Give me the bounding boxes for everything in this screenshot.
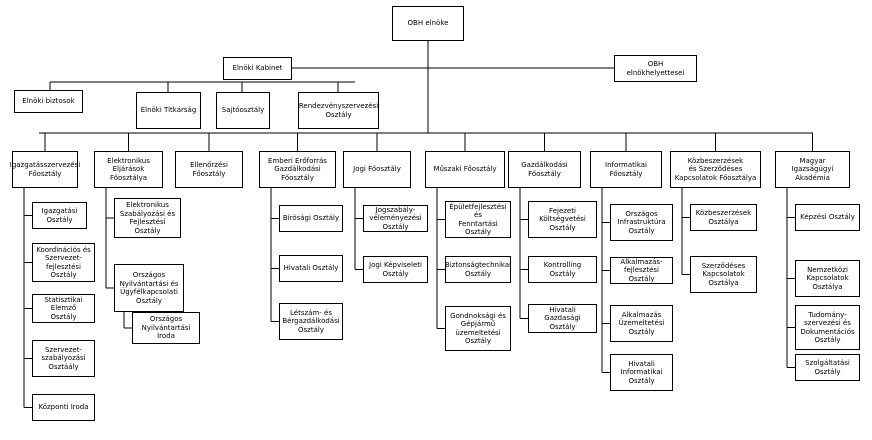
department-box: Magyar Igazságügyi Akadémia bbox=[775, 151, 850, 188]
department-box: Emberi Erőforrás Gazdálkodási Főosztály bbox=[259, 151, 336, 188]
cabinet-box: Elnöki Kabinet bbox=[223, 57, 292, 80]
unit-box: Szervezet- szabályozási Osztáály bbox=[32, 340, 95, 377]
unit-box: Központi Iroda bbox=[32, 394, 95, 421]
department-box: Igazgatásszervezési Főosztály bbox=[10, 151, 80, 188]
unit-box: Képzési Osztály bbox=[795, 204, 860, 231]
unit-box: Kontrolling Osztály bbox=[528, 256, 597, 283]
unit-box: Jogszabály- véleményezési Osztály bbox=[363, 205, 428, 232]
unit-box: Biztonságtechnikai Osztály bbox=[445, 256, 511, 283]
advisors-box: Elnöki biztosok bbox=[14, 90, 83, 113]
root-box: OBH elnöke bbox=[392, 6, 464, 41]
unit-box: Bírósági Osztály bbox=[279, 205, 343, 232]
deputies-box: OBH elnökhelyettesei bbox=[614, 55, 697, 82]
unit-box: Hivatali Informatikai Osztály bbox=[610, 354, 673, 391]
department-box: Elektronikus Eljárások Főosztálya bbox=[94, 151, 163, 188]
unit-box: Hivatali Osztály bbox=[279, 255, 343, 282]
department-box: Műszaki Főosztály bbox=[425, 151, 505, 188]
subunit-box: Országos Nyilvántartási Iroda bbox=[132, 312, 200, 344]
unit-box: Épületfejlesztési és Fenntartási Osztály bbox=[445, 201, 511, 238]
unit-box: Országos Infrastruktúra Osztály bbox=[610, 204, 673, 241]
unit-box: Koordinációs és Szervezet- fejlesztési O… bbox=[32, 243, 95, 282]
unit-box: Elektronikus Szabályozási és Fejlesztési… bbox=[114, 198, 181, 238]
unit-box: Statisztikai Elemző Osztály bbox=[32, 294, 95, 323]
department-box: Informatikai Főosztály bbox=[590, 151, 662, 188]
department-box: Jogi Főosztály bbox=[343, 151, 411, 188]
unit-box: Gondnoksági és Gépjármű üzemeltetési Osz… bbox=[445, 306, 511, 351]
department-box: Közbeszerzések és Szerződéses Kapcsolato… bbox=[670, 151, 761, 188]
cabinet-unit-box: Elnöki Titkárság bbox=[136, 92, 201, 129]
cabinet-unit-box: Rendezvényszervezési Osztály bbox=[298, 92, 379, 129]
unit-box: Országos Nyilvántartási és Ügyfélkapcsol… bbox=[114, 264, 184, 312]
unit-box: Alkalmazás Üzemeltetési Osztály bbox=[610, 305, 673, 342]
unit-box: Fejezeti Költségvetési Osztály bbox=[528, 201, 597, 238]
department-box: Ellenőrzési Főosztály bbox=[175, 151, 243, 188]
unit-box: Nemzetközi Kapcsolatok Osztálya bbox=[795, 260, 860, 297]
unit-box: Közbeszerzések Osztálya bbox=[690, 204, 757, 231]
unit-box: Igazgatási Osztály bbox=[32, 202, 87, 229]
cabinet-unit-box: Sajtóosztály bbox=[216, 92, 270, 129]
unit-box: Tudomány- szervezési és Dokumentációs Os… bbox=[795, 305, 860, 350]
unit-box: Alkalmazás- fejlesztési Osztály bbox=[610, 257, 673, 284]
unit-box: Létszám- és Bérgazdálkodási Osztály bbox=[279, 303, 343, 340]
unit-box: Szerződéses Kapcsolatok Osztálya bbox=[690, 256, 757, 293]
unit-box: Jogi Képviseleti Osztály bbox=[363, 256, 428, 283]
unit-box: Szolgáltatási Osztály bbox=[795, 354, 860, 381]
department-box: Gazdálkodási Főosztály bbox=[508, 151, 581, 188]
unit-box: Hivatali Gazdasági Osztály bbox=[528, 304, 597, 333]
